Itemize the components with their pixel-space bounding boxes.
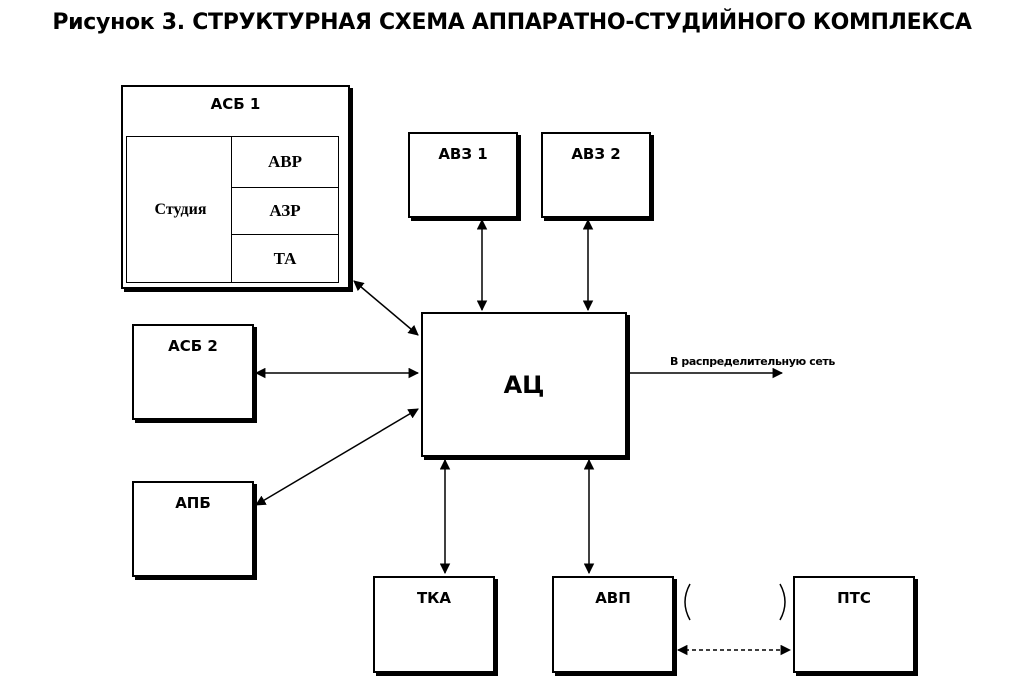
tka-block: ТКА: [373, 576, 495, 673]
radio-arc-left: [684, 583, 691, 621]
asb2-label: АСБ 2: [168, 337, 218, 355]
figure-title: Рисунок 3. СТРУКТУРНАЯ СХЕМА АППАРАТНО-С…: [52, 10, 972, 35]
avz1-block: АВЗ 1: [408, 132, 518, 218]
ac-block: АЦ: [421, 312, 627, 457]
apb-block: АПБ: [132, 481, 254, 577]
link-apb-ac: [255, 408, 419, 506]
avp-label: АВП: [595, 589, 631, 607]
pts-label: ПТС: [837, 589, 871, 607]
tka-label: ТКА: [416, 589, 452, 607]
radio-arc-right: [779, 583, 786, 621]
avz2-label: АВЗ 2: [571, 145, 621, 163]
avr-cell: АВР: [231, 136, 339, 188]
distribution-network-label: В распределительную сеть: [670, 355, 835, 368]
azr-cell: АЗР: [231, 187, 339, 235]
asb1-block: АСБ 1 Студия АВР АЗР ТА: [121, 85, 350, 289]
asb2-block: АСБ 2: [132, 324, 254, 420]
ac-label: АЦ: [503, 370, 545, 399]
avz1-label: АВЗ 1: [438, 145, 488, 163]
avz2-block: АВЗ 2: [541, 132, 651, 218]
pts-block: ПТС: [793, 576, 915, 673]
asb1-label: АСБ 1: [210, 95, 261, 113]
apb-label: АПБ: [175, 494, 211, 512]
avp-block: АВП: [552, 576, 674, 673]
ta-cell: ТА: [231, 234, 339, 283]
link-asb1-ac: [353, 280, 419, 336]
